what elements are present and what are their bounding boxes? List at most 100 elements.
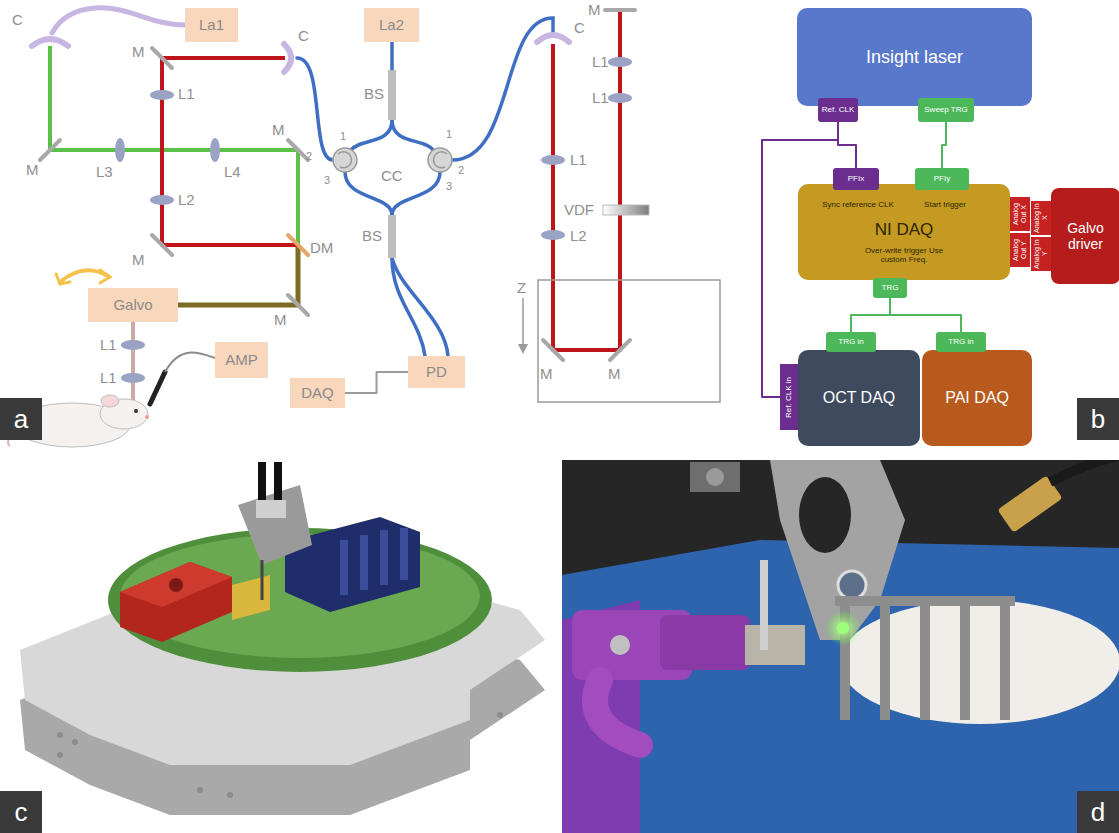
- part-label: 1: [446, 128, 452, 140]
- part-label: M: [132, 44, 145, 61]
- port-box: Ref. CLK: [818, 98, 858, 122]
- setup-photo: [835, 596, 1015, 720]
- part-label: L2: [570, 228, 587, 245]
- holder-render: [497, 712, 503, 718]
- part-label: L1: [570, 152, 587, 169]
- translation-stage: [522, 298, 524, 346]
- mirrors: [543, 340, 563, 360]
- part-label: BS: [364, 86, 384, 103]
- node-text: PAI DAQ: [945, 389, 1009, 407]
- part-label: C: [298, 28, 309, 45]
- fiber-la1: [52, 8, 185, 33]
- scan-arrow: [100, 270, 110, 283]
- holder-render: [400, 528, 408, 580]
- light-paths: [178, 245, 298, 305]
- part-label: Z: [517, 280, 526, 297]
- setup-photo: [595, 680, 640, 745]
- panel-letter: c: [0, 791, 42, 833]
- node-text: La2: [379, 16, 404, 33]
- setup-photo: [562, 460, 1119, 833]
- optical-fibers: [351, 120, 392, 150]
- circulators: [333, 148, 357, 172]
- setup-photo: [837, 622, 849, 634]
- setup-photo: [562, 540, 1119, 833]
- mirrors: [288, 235, 308, 255]
- node-text: PD: [426, 363, 447, 380]
- node-text: TRG: [882, 283, 899, 292]
- galvo-box: Galvo: [88, 288, 178, 322]
- part-label: L1: [100, 370, 117, 387]
- signal-wire: [890, 298, 961, 332]
- panel-letter: d: [1077, 791, 1119, 833]
- lenses: [210, 138, 220, 162]
- setup-photo: [562, 460, 1119, 833]
- holder-render: [261, 560, 264, 600]
- lenses: [608, 93, 632, 103]
- mirrors: [605, 8, 635, 12]
- setup-photo: [920, 600, 930, 720]
- light-paths: [162, 58, 298, 245]
- part-label: M: [540, 366, 553, 383]
- circulators: [428, 148, 452, 172]
- signal-wire: [851, 298, 890, 332]
- beam-splitters: [388, 70, 396, 258]
- holder-render: [120, 562, 232, 607]
- holder-render: [20, 462, 545, 815]
- port-box: Analog In X: [1031, 201, 1051, 235]
- part-label: 2: [306, 150, 312, 162]
- holder-render: [197, 787, 203, 793]
- laser-box: La2: [364, 8, 419, 42]
- lenses: [150, 195, 174, 205]
- holder-render: [340, 528, 408, 595]
- setup-photo: [760, 560, 768, 650]
- daq-box: PAI DAQTRG in: [922, 350, 1032, 446]
- transducer: [150, 372, 165, 404]
- laser-box: Insight laserRef. CLKSweep TRG: [797, 8, 1032, 106]
- mirrors: [152, 48, 172, 68]
- lenses: [121, 340, 145, 350]
- light-paths: [131, 322, 135, 400]
- port-box: Analog Out Y: [1010, 233, 1030, 267]
- translation-stage: [518, 344, 528, 354]
- beam-splitters: [388, 215, 396, 258]
- optical-fibers: [392, 258, 448, 356]
- holder-render: [72, 739, 78, 745]
- setup-photo: [799, 477, 851, 553]
- holder-render: [57, 732, 63, 738]
- node-text: Insight laser: [866, 47, 963, 68]
- part-label: M: [272, 122, 285, 139]
- part-label: L4: [224, 164, 241, 181]
- setup-photo: [880, 600, 890, 720]
- setup-photo: [825, 610, 861, 646]
- node-text: PFIx: [848, 174, 864, 183]
- node-text: Analog In Y: [1033, 238, 1049, 270]
- part-label: L2: [178, 192, 195, 209]
- port-box: Analog Out X: [1010, 197, 1030, 231]
- light-paths: [50, 12, 620, 400]
- circulators: [338, 152, 352, 168]
- setup-photo: [838, 571, 866, 599]
- signal-wire: [838, 122, 856, 168]
- driver-box: Galvo driverAnalog In XAnalog In Y: [1051, 188, 1119, 284]
- setup-photo: [1000, 600, 1010, 720]
- part-label: M: [608, 366, 621, 383]
- setup-photo: [840, 600, 1119, 724]
- transducer: [165, 352, 215, 372]
- holder-render: [57, 712, 503, 798]
- port-box: Ref. CLK in: [780, 364, 798, 430]
- setup-photo: [745, 625, 805, 665]
- signal-wire: [942, 122, 946, 168]
- holder-render: [340, 540, 348, 595]
- node-text: Start trigger: [910, 200, 980, 209]
- node-text: Ref. CLK: [822, 105, 854, 114]
- node-text: Sync reference CLK: [808, 200, 908, 209]
- scan-arrow: [56, 270, 110, 284]
- optical-fibers: [297, 18, 553, 356]
- node-text: Analog In X: [1033, 202, 1049, 234]
- optical-fibers: [390, 42, 394, 70]
- port-box: TRG: [873, 278, 907, 298]
- node-text: DAQ: [301, 384, 334, 401]
- node-text: TRG in: [948, 337, 973, 346]
- light-paths: [50, 46, 298, 245]
